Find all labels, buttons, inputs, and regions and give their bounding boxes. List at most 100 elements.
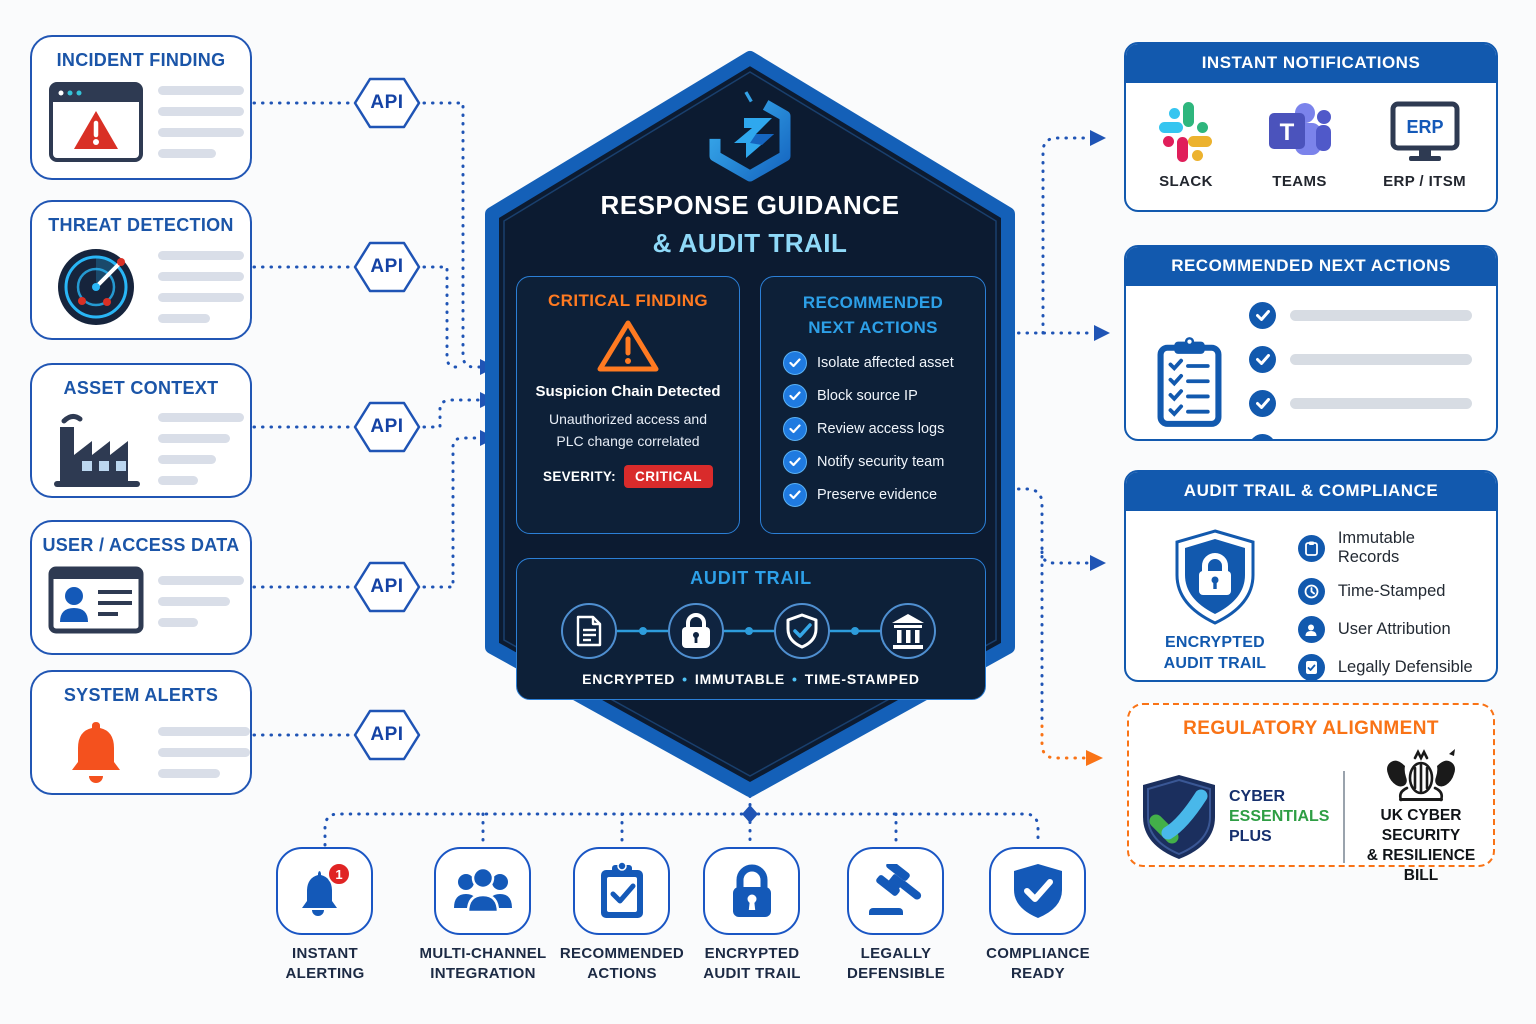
- action-row: [1249, 434, 1472, 439]
- notification-label: ERP / ITSM: [1383, 173, 1466, 190]
- clipboard-check-icon: [600, 861, 643, 918]
- placeholder-bar: [158, 251, 244, 260]
- api-label: API: [370, 416, 404, 437]
- placeholder-bar: [158, 476, 198, 485]
- placeholder-bar: [158, 434, 230, 443]
- royal-coat-of-arms-icon: [1386, 749, 1455, 802]
- feature-instant-alerting: 1: [276, 847, 373, 935]
- api-hexagon-threat: API: [352, 238, 422, 296]
- placeholder-bar: [158, 272, 244, 281]
- api-label: API: [370, 724, 404, 745]
- placeholder-bar: [1290, 398, 1472, 409]
- critical-finding-panel: CRITICAL FINDING Suspicion Chain Detecte…: [516, 276, 740, 534]
- critical-finding-description: Unauthorized access and PLC change corre…: [549, 411, 707, 449]
- instant-notifications-panel: INSTANT NOTIFICATIONS SLACK T: [1124, 42, 1498, 212]
- records-icon: [1297, 534, 1325, 562]
- api-hexagon-alerts: API: [352, 706, 422, 764]
- critical-finding-title: CRITICAL FINDING: [547, 291, 709, 310]
- bank-icon: [892, 614, 924, 649]
- action-row: [1249, 346, 1472, 373]
- placeholder-bar: [158, 575, 244, 585]
- check-circle-icon: [783, 450, 807, 475]
- regulatory-title: REGULATORY ALIGNMENT: [1183, 718, 1439, 739]
- lock-icon: [682, 613, 710, 648]
- clipboard-checklist-icon: [1157, 336, 1222, 427]
- feature-recommended-actions: [573, 847, 670, 935]
- card-title: USER / ACCESS DATA: [42, 535, 240, 555]
- compliance-item: User Attribution: [1297, 616, 1478, 643]
- panel-header: AUDIT TRAIL & COMPLIANCE: [1126, 472, 1496, 511]
- feature-multi-channel: [434, 847, 531, 935]
- notification-label: SLACK: [1159, 173, 1213, 190]
- logo-icon: [709, 90, 791, 182]
- critical-finding-subtitle: Suspicion Chain Detected: [535, 383, 721, 400]
- card-title: SYSTEM ALERTS: [63, 685, 219, 705]
- card-user-access-data: USER / ACCESS DATA: [30, 520, 252, 655]
- cyber-essentials-shield-icon: [1143, 775, 1215, 860]
- audit-compliance-panel: AUDIT TRAIL & COMPLIANCE ENCRYPTED AUDIT…: [1124, 470, 1498, 682]
- radar-icon: [48, 246, 144, 328]
- divider: [1343, 771, 1345, 864]
- padlock-icon: [732, 864, 771, 917]
- check-circle-icon: [783, 384, 807, 409]
- feature-compliance-ready: [989, 847, 1086, 935]
- placeholder-bar: [158, 314, 210, 323]
- compliance-item: Legally Defensible: [1297, 654, 1478, 680]
- placeholder-bar: [1290, 310, 1472, 321]
- placeholder-bar: [158, 596, 230, 606]
- api-label: API: [370, 92, 404, 113]
- list-item: Notify security team: [783, 450, 985, 475]
- warning-triangle-icon: [597, 320, 659, 372]
- check-circle-icon: [1249, 434, 1276, 439]
- card-system-alerts: SYSTEM ALERTS: [30, 670, 252, 795]
- severity-badge: CRITICAL: [623, 465, 713, 489]
- feature-encrypted-audit-trail: [703, 847, 800, 935]
- teams-icon: T: [1268, 103, 1331, 155]
- placeholder-bar: [158, 293, 244, 302]
- incident-browser-alert-icon: [48, 81, 144, 163]
- audit-trail-box: AUDIT TRAIL ENCRYPTED•I: [516, 558, 986, 700]
- next-actions-list: Isolate affected asset Block source IP R…: [761, 351, 985, 508]
- panel-header: RECOMMENDED NEXT ACTIONS: [1126, 247, 1496, 286]
- clock-icon: [1297, 578, 1325, 605]
- placeholder-bar: [158, 455, 216, 464]
- notification-slack: SLACK: [1156, 101, 1216, 190]
- placeholder-bar: [158, 107, 244, 116]
- placeholder-bar: [158, 768, 220, 778]
- list-item: Preserve evidence: [783, 483, 985, 508]
- shield-check-icon: [1013, 864, 1062, 918]
- recommended-actions-panel: RECOMMENDED NEXT ACTIONS: [1124, 245, 1498, 441]
- notification-teams: T TEAMS: [1267, 101, 1333, 190]
- factory-icon: [48, 409, 144, 489]
- audit-chain-icons: [561, 603, 936, 659]
- central-title: RESPONSE GUIDANCE & AUDIT TRAIL: [490, 190, 1010, 259]
- check-circle-icon: [783, 483, 807, 508]
- severity-label: SEVERITY:: [543, 469, 616, 485]
- check-circle-icon: [1249, 302, 1276, 329]
- notification-label: TEAMS: [1272, 173, 1327, 190]
- erp-monitor-icon: ERP: [1390, 101, 1460, 161]
- notification-erp: ERP ERP / ITSM: [1383, 101, 1466, 190]
- placeholder-bar: [158, 747, 250, 757]
- placeholder-bar: [1290, 354, 1472, 365]
- card-incident-finding: INCIDENT FINDING: [30, 35, 252, 180]
- card-title: THREAT DETECTION: [48, 215, 234, 235]
- central-title-line1: RESPONSE GUIDANCE: [600, 190, 900, 220]
- audit-trail-tags: ENCRYPTED•IMMUTABLE•TIME-STAMPED: [582, 671, 920, 687]
- placeholder-bar: [158, 128, 244, 137]
- gavel-icon: [868, 864, 921, 915]
- next-actions-panel: RECOMMENDED NEXT ACTIONS Isolate affecte…: [760, 276, 986, 534]
- compliance-item: Immutable Records: [1297, 529, 1478, 567]
- slack-icon: [1159, 102, 1212, 162]
- panel-header: INSTANT NOTIFICATIONS: [1126, 44, 1496, 83]
- check-circle-icon: [783, 351, 807, 376]
- severity-row: SEVERITY: CRITICAL: [543, 465, 713, 489]
- api-hexagon-user: API: [352, 558, 422, 616]
